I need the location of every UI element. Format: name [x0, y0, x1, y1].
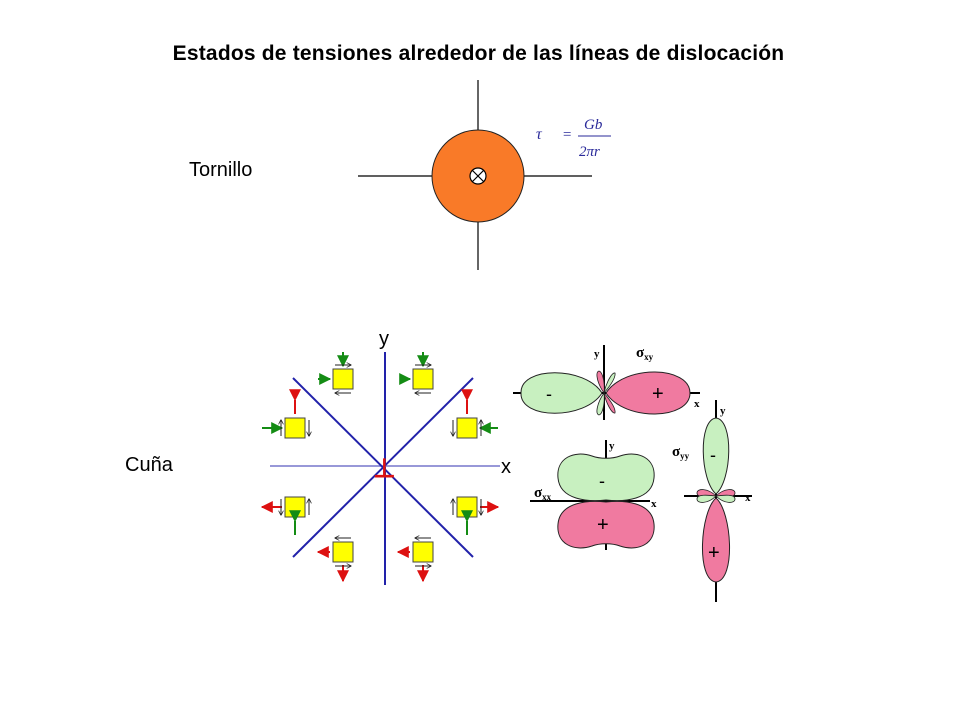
formula-equals: =: [562, 127, 572, 143]
edge-axis-y-label: y: [379, 328, 389, 350]
formula-denominator: 2πr: [579, 144, 600, 160]
sigma-xx-y-label: y: [609, 440, 615, 452]
diagonal-2: [292, 377, 474, 558]
sigma-yy-x-label: x: [745, 492, 751, 504]
formula-numerator: Gb: [584, 117, 603, 133]
stress-elements: [260, 352, 500, 583]
edge-axis-x-label: x: [501, 456, 511, 478]
sigma-xy-y-label: y: [594, 348, 600, 360]
sigma-xx-x-label: x: [651, 498, 657, 510]
element-bottom-left: [316, 538, 354, 583]
shear-formula: τ = Gb 2πr: [536, 117, 611, 160]
sigma-yy-plus: +: [708, 542, 720, 564]
sigma-xy-x-label: x: [694, 398, 700, 410]
edge-label: Cuña: [125, 454, 173, 476]
formula-lhs: τ: [536, 126, 543, 143]
sigma-yy-y-label: y: [720, 405, 726, 417]
sigma-yy-plot: y x σyy - +: [672, 400, 752, 602]
element-bottom-right: [396, 538, 434, 583]
element-mid-left: [262, 389, 309, 439]
element-low-left: [260, 496, 309, 535]
element-top-right: [399, 352, 434, 393]
element-low-right: [453, 496, 500, 535]
element-mid-right: [453, 389, 498, 439]
sigma-xx-label: σxx: [534, 485, 552, 502]
screw-dislocation: [358, 80, 592, 270]
screw-label: Tornillo: [189, 159, 253, 181]
sigma-xx-plot: y x σxx - +: [530, 440, 657, 550]
sigma-xx-plus: +: [597, 514, 609, 536]
sigma-xy-minus: -: [546, 384, 552, 404]
sigma-yy-minus: -: [710, 445, 716, 465]
page-title: Estados de tensiones alrededor de las lí…: [172, 42, 785, 65]
edge-dislocation-symbol: ⊥: [373, 453, 396, 483]
edge-dislocation: y x ⊥: [270, 328, 511, 585]
sigma-xy-label: σxy: [636, 345, 654, 362]
element-top-left: [318, 352, 354, 393]
sigma-xy-plot: y x σxy - +: [513, 345, 700, 420]
sigma-xx-minus: -: [599, 471, 605, 491]
sigma-xy-plus: +: [652, 383, 664, 405]
sigma-yy-label: σyy: [672, 444, 690, 461]
